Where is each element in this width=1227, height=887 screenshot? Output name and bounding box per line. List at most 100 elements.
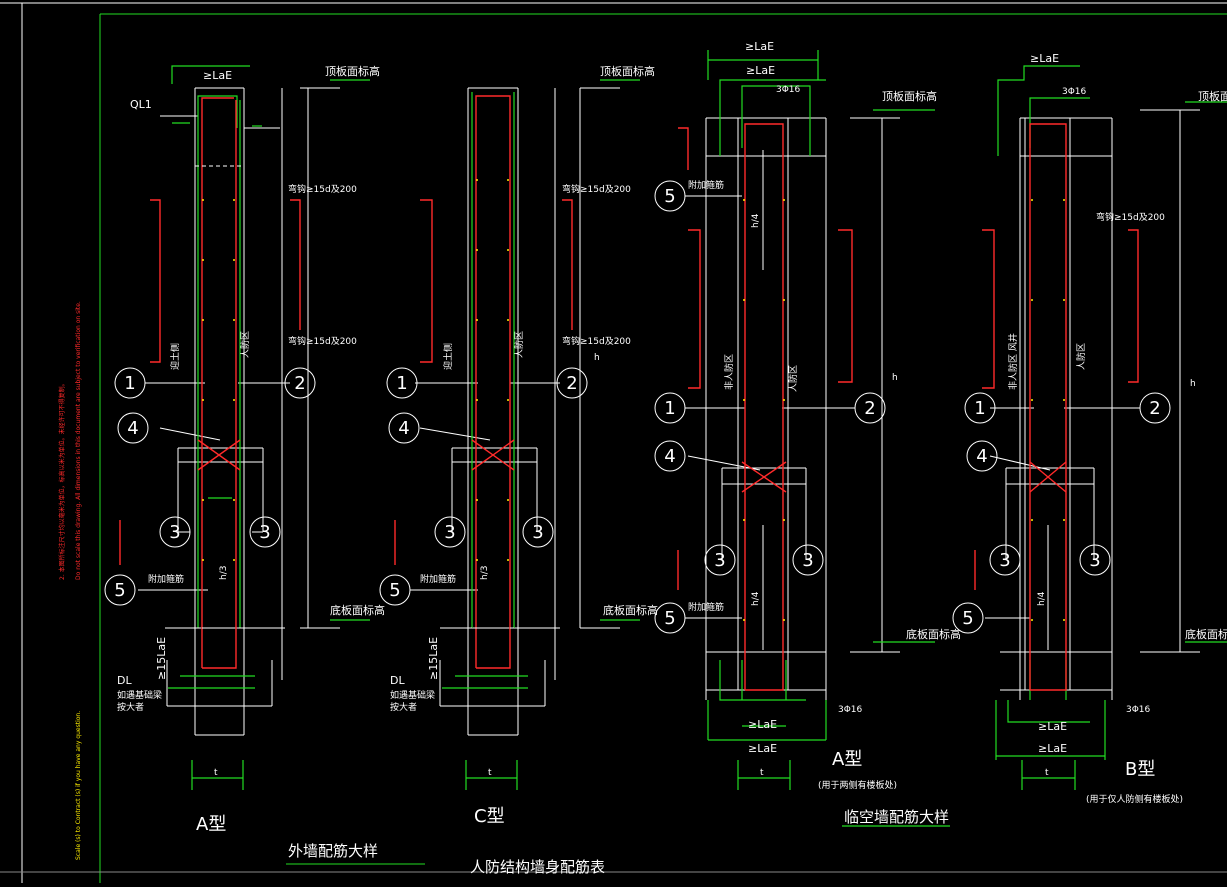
h4-label-b: h/4 [1037,591,1047,606]
rebar-3phi16-b-top: 3Φ16 [1062,87,1087,97]
circle-5: 5 [114,580,125,601]
h-label-b: h [1190,379,1196,389]
stirrup-label: 附加箍筋 [148,573,184,585]
t-label-b: t [1045,768,1049,778]
circle-1-b: 1 [974,398,985,419]
h3-label-c: h/3 [480,566,490,580]
type-b-note: (用于仅人防侧有楼板处) [1086,793,1183,805]
detail-inner-wall-b: ≥LaE 3Φ16 顶板面标高 底板面标高 弯钩≥15d及200 非人防区 风井… [952,52,1227,805]
lae-label-top1: ≥LaE [745,40,774,53]
circle-5-b: 5 [962,608,973,629]
circle-1: 1 [124,373,135,394]
lae15-label: ≥15LaE [155,637,168,680]
type-b-title: B型 [1125,759,1155,780]
rebar-3phi16-b-bot: 3Φ16 [1126,705,1151,715]
circle-1-c: 1 [396,373,407,394]
floor-elev-label-b: 底板面标高 [1185,627,1227,641]
roof-elev-label-c: 顶板面标高 [600,64,655,78]
lae-label-top2: ≥LaE [746,64,775,77]
rebar-3phi16-top: 3Φ16 [776,85,801,95]
t-label: t [214,768,218,778]
stirrup-label-a2-top: 附加箍筋 [688,179,724,191]
type-c-title: C型 [474,806,505,827]
type-a2-title: A型 [832,749,862,770]
zone-noncivil-well-b: 非人防区 风井 [1007,333,1019,390]
roof-elev-label-a2: 顶板面标高 [882,89,937,103]
lae-label-bot1: ≥LaE [748,718,777,731]
side-note-cn: 2. 本图所标注尺寸均以毫米为单位，标高以米为单位。未经许可不得复制。 [58,380,66,580]
h4-label-a2-bot: h/4 [751,591,761,606]
t-label-a2: t [760,768,764,778]
zone-soil-label-c: 迎土侧 [442,343,454,370]
dl-note2: 按大者 [117,701,144,713]
floor-elev-label-a2: 底板面标高 [906,627,961,641]
floor-elev-label: 底板面标高 [330,603,385,617]
roof-elev-label: 顶板面标高 [325,64,380,78]
t-label-c: t [488,768,492,778]
bend-label-c2: 弯钩≥15d及200 [562,335,631,347]
h-label-c: h [594,353,600,363]
detail-outer-wall-a: ≥LaE 顶板面标高 底板面标高 QL1 弯钩≥15d及200 弯钩≥15d及2… [104,64,385,835]
bend-label-c: 弯钩≥15d及200 [562,183,631,195]
circle-5-c: 5 [389,580,400,601]
floor-elev-label-c: 底板面标高 [603,603,658,617]
lae-label-b-top: ≥LaE [1030,52,1059,65]
side-note-en2: Scale (s) to Contract (s) if you have an… [75,711,82,860]
side-note-en: Do not scale this drawing. All dimension… [75,301,82,580]
circle-5-a2-bot: 5 [664,608,675,629]
circle-3b: 3 [259,522,270,543]
dl-label: DL [117,674,132,687]
stirrup-label-a2-bot: 附加箍筋 [688,601,724,613]
circle-2-a2: 2 [864,398,875,419]
zone-civil-label: 人防区 [239,331,251,358]
bend-label-b: 弯钩≥15d及200 [1096,211,1165,223]
h4-label-a2-top: h/4 [751,213,761,228]
type-a2-note: (用于两侧有楼板处) [818,779,897,791]
circle-4: 4 [127,418,138,439]
circle-2-c: 2 [566,373,577,394]
dl-note2-c: 按大者 [390,701,417,713]
lae15-label-c: ≥15LaE [427,637,440,680]
roof-elev-label-b: 顶板面标高 [1198,89,1227,103]
circle-5-a2-top: 5 [664,186,675,207]
circle-3a-c: 3 [444,522,455,543]
rebar-3phi16-bot: 3Φ16 [838,705,863,715]
circle-4-c: 4 [398,418,409,439]
detail-outer-wall-c: 顶板面标高 底板面标高 弯钩≥15d及200 弯钩≥15d及200 迎土侧 人防… [286,64,658,876]
h-label-a2: h [892,373,898,383]
circle-2-b: 2 [1149,398,1160,419]
h3-label: h/3 [219,566,229,580]
circle-3a-a2: 3 [714,550,725,571]
circle-3b-a2: 3 [802,550,813,571]
bottom-cut-title: 人防结构墙身配筋表 [470,858,605,876]
circle-3b-b: 3 [1089,550,1100,571]
zone-civil-a2: 人防区 [787,365,799,392]
detail-inner-wall-a: ≥LaE ≥LaE 3Φ16 顶板面标高 底板面标高 附加箍筋 附加箍筋 h/4… [654,40,961,827]
side-notes: 2. 本图所标注尺寸均以毫米为单位，标高以米为单位。未经许可不得复制。 Do n… [58,301,82,860]
circle-3a: 3 [169,522,180,543]
inner-wall-title: 临空墙配筋大样 [844,808,949,826]
stirrup-label-c: 附加箍筋 [420,573,456,585]
zone-noncivil-a2: 非人防区 [723,354,735,390]
dl-label-c: DL [390,674,405,687]
bend-label: 弯钩≥15d及200 [288,183,357,195]
circle-4-a2: 4 [664,446,675,467]
lae-label: ≥LaE [203,69,232,82]
dl-note1: 如遇基础梁 [117,689,162,701]
circle-4-b: 4 [976,446,987,467]
circle-3a-b: 3 [999,550,1010,571]
zone-civil-b: 人防区 [1075,343,1087,370]
circle-1-a2: 1 [664,398,675,419]
zone-civil-label-c: 人防区 [513,331,525,358]
bend-label-2: 弯钩≥15d及200 [288,335,357,347]
zone-soil-label: 迎土侧 [169,343,181,370]
circle-2: 2 [294,373,305,394]
outer-wall-title: 外墙配筋大样 [288,842,378,860]
circle-3b-c: 3 [532,522,543,543]
type-a-title: A型 [196,814,226,835]
lae-label-bot2: ≥LaE [748,742,777,755]
dl-note1-c: 如遇基础梁 [390,689,435,701]
